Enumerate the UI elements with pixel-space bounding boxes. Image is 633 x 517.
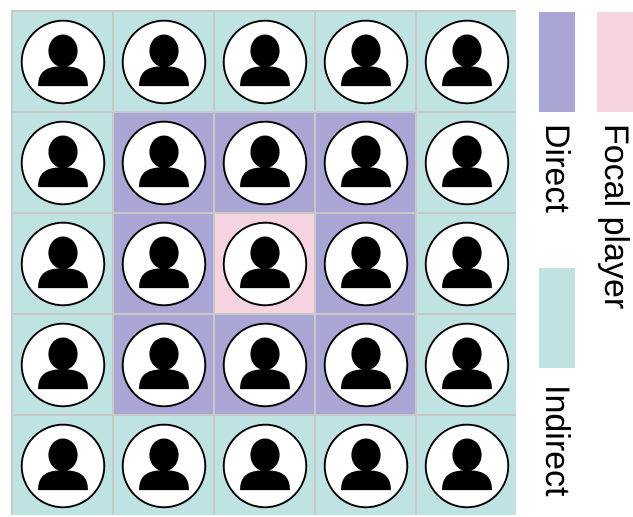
grid-cell-indirect (417, 315, 516, 414)
person-icon (323, 120, 408, 205)
grid-cell-indirect (417, 12, 516, 111)
person-icon (323, 221, 408, 306)
person-icon (323, 19, 408, 104)
grid-cell-direct (114, 315, 213, 414)
grid-cell-indirect (215, 416, 314, 515)
grid-cell-indirect (215, 12, 314, 111)
grid-cell-indirect (316, 416, 415, 515)
grid-cell-indirect (13, 315, 112, 414)
person-icon (20, 120, 105, 205)
legend-label-direct: Direct (538, 124, 576, 213)
grid-cell-indirect (417, 113, 516, 212)
grid-cell-indirect (417, 214, 516, 313)
grid-cell-direct (316, 214, 415, 313)
person-icon (121, 423, 206, 508)
person-icon (424, 423, 509, 508)
person-icon (424, 120, 509, 205)
person-icon (222, 221, 307, 306)
grid-cell-focal (215, 214, 314, 313)
grid-cell-indirect (13, 214, 112, 313)
grid-cell-direct (215, 315, 314, 414)
person-icon (222, 120, 307, 205)
person-icon (20, 423, 105, 508)
person-icon (222, 423, 307, 508)
grid-cell-indirect (13, 113, 112, 212)
person-icon (121, 322, 206, 407)
legend-swatch-direct (539, 12, 575, 112)
grid-cell-indirect (114, 416, 213, 515)
grid-cell-direct (215, 113, 314, 212)
grid-cell-indirect (13, 416, 112, 515)
grid-cell-indirect (417, 416, 516, 515)
person-icon (20, 322, 105, 407)
person-icon (20, 221, 105, 306)
grid-cell-direct (316, 113, 415, 212)
person-icon (20, 19, 105, 104)
legend-swatch-indirect (539, 268, 575, 368)
legend-label-focal: Focal player (597, 124, 633, 310)
person-icon (222, 322, 307, 407)
person-icon (121, 19, 206, 104)
legend-swatch-focal (597, 12, 633, 112)
neighborhood-grid (11, 10, 516, 515)
person-icon (323, 423, 408, 508)
person-icon (424, 19, 509, 104)
grid-cell-indirect (114, 12, 213, 111)
grid-cell-direct (316, 315, 415, 414)
grid-cell-direct (114, 113, 213, 212)
grid-cell-indirect (13, 12, 112, 111)
person-icon (424, 221, 509, 306)
person-icon (323, 322, 408, 407)
grid-cell-indirect (316, 12, 415, 111)
person-icon (424, 322, 509, 407)
grid-cell-direct (114, 214, 213, 313)
person-icon (222, 19, 307, 104)
person-icon (121, 221, 206, 306)
person-icon (121, 120, 206, 205)
legend-label-indirect: Indirect (538, 385, 576, 497)
